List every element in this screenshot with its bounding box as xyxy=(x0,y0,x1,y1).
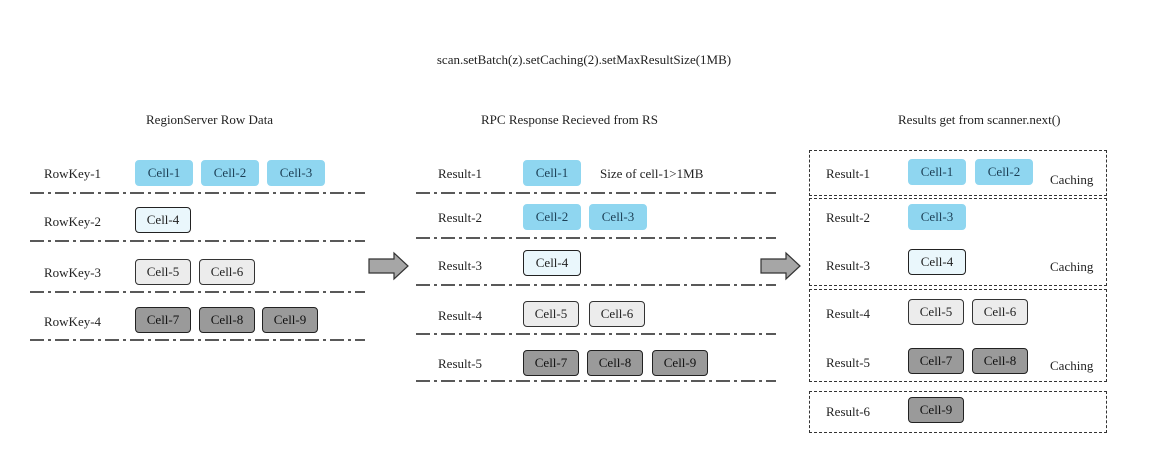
cell-box: Cell-6 xyxy=(199,259,255,285)
cell-box: Cell-9 xyxy=(652,350,708,376)
row-label: Result-1 xyxy=(438,166,483,181)
caching-group-box xyxy=(809,391,1107,433)
caching-group-box xyxy=(809,289,1107,382)
caching-label: Caching xyxy=(1050,172,1094,187)
cell-box: Cell-5 xyxy=(523,301,579,327)
cell-box: Cell-2 xyxy=(201,160,259,186)
row-label: RowKey-4 xyxy=(44,314,102,329)
cell-box: Cell-8 xyxy=(199,307,255,333)
cell-box: Cell-4 xyxy=(908,249,966,275)
row-label: Result-6 xyxy=(826,404,871,419)
right-arrow-icon xyxy=(368,251,409,281)
cell-box: Cell-1 xyxy=(908,159,966,185)
right-panel-title: Results get from scanner.next() xyxy=(898,112,1061,127)
row-label: Result-3 xyxy=(438,258,483,273)
header-code-title: scan.setBatch(z).setCaching(2).setMaxRes… xyxy=(436,52,732,67)
row-label: Result-4 xyxy=(438,308,483,323)
cell-box: Cell-5 xyxy=(908,299,964,325)
row-label: Result-3 xyxy=(826,258,871,273)
row-separator-line xyxy=(30,240,365,242)
cell-box: Cell-1 xyxy=(523,160,581,186)
cell-box: Cell-1 xyxy=(135,160,193,186)
row-label: Result-1 xyxy=(826,166,871,181)
cell-box: Cell-2 xyxy=(523,204,581,230)
row-separator-line xyxy=(416,284,776,286)
cell-box: Cell-3 xyxy=(908,204,966,230)
cell-box: Cell-7 xyxy=(135,307,191,333)
row-separator-line xyxy=(30,339,365,341)
cell-box: Cell-6 xyxy=(589,301,645,327)
cell-box: Cell-9 xyxy=(262,307,318,333)
cell-box: Cell-8 xyxy=(972,348,1028,374)
cell-box: Cell-3 xyxy=(267,160,325,186)
cell-box: Cell-4 xyxy=(135,207,191,233)
row-separator-line xyxy=(30,291,365,293)
cell-box: Cell-9 xyxy=(908,397,964,423)
right-arrow-icon xyxy=(760,251,801,281)
cell-box: Cell-7 xyxy=(908,348,964,374)
cell-box: Cell-3 xyxy=(589,204,647,230)
row-separator-line xyxy=(416,192,776,194)
size-note: Size of cell-1>1MB xyxy=(600,166,704,181)
cell-box: Cell-8 xyxy=(587,350,643,376)
row-separator-line xyxy=(30,192,365,194)
row-label: RowKey-3 xyxy=(44,265,102,280)
caching-label: Caching xyxy=(1050,358,1094,373)
caching-group-box xyxy=(809,198,1107,286)
caching-label: Caching xyxy=(1050,259,1094,274)
row-label: Result-5 xyxy=(826,355,871,370)
row-separator-line xyxy=(416,380,776,382)
cell-box: Cell-5 xyxy=(135,259,191,285)
left-panel-title: RegionServer Row Data xyxy=(146,112,274,127)
row-label: RowKey-2 xyxy=(44,214,102,229)
row-label: RowKey-1 xyxy=(44,166,102,181)
cell-box: Cell-4 xyxy=(523,250,581,276)
cell-box: Cell-2 xyxy=(975,159,1033,185)
row-label: Result-2 xyxy=(438,210,483,225)
caching-group-box xyxy=(809,150,1107,196)
row-separator-line xyxy=(416,333,776,335)
middle-panel-title: RPC Response Recieved from RS xyxy=(481,112,658,127)
cell-box: Cell-7 xyxy=(523,350,579,376)
row-label: Result-2 xyxy=(826,210,871,225)
row-separator-line xyxy=(416,237,776,239)
cell-box: Cell-6 xyxy=(972,299,1028,325)
row-label: Result-5 xyxy=(438,356,483,371)
row-label: Result-4 xyxy=(826,306,871,321)
